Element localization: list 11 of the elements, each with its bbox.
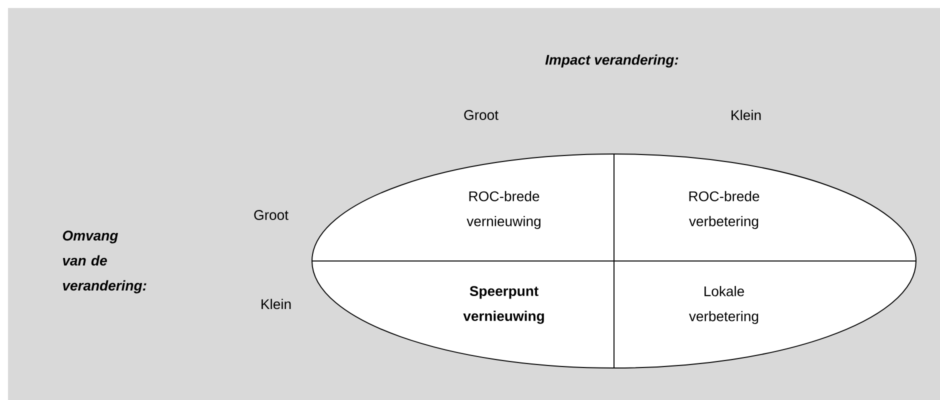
quadrant-label: ROC-brede vernieuwing [466, 190, 540, 230]
quadrant-label: Speerpunt vernieuwing [463, 286, 544, 324]
axis-label: Klein [732, 110, 761, 120]
axis-label: Groot [254, 210, 288, 220]
axis-title: Impact verandering: [545, 54, 678, 68]
oval [312, 154, 916, 368]
axis-title: Omvang van de verandering: [62, 230, 146, 294]
quadrant-label: Lokale verbetering [689, 286, 758, 324]
axis-label: Klein [262, 298, 291, 310]
axis-label: Groot [464, 110, 498, 120]
quadrant-label: ROC-brede verbetering [689, 190, 760, 230]
